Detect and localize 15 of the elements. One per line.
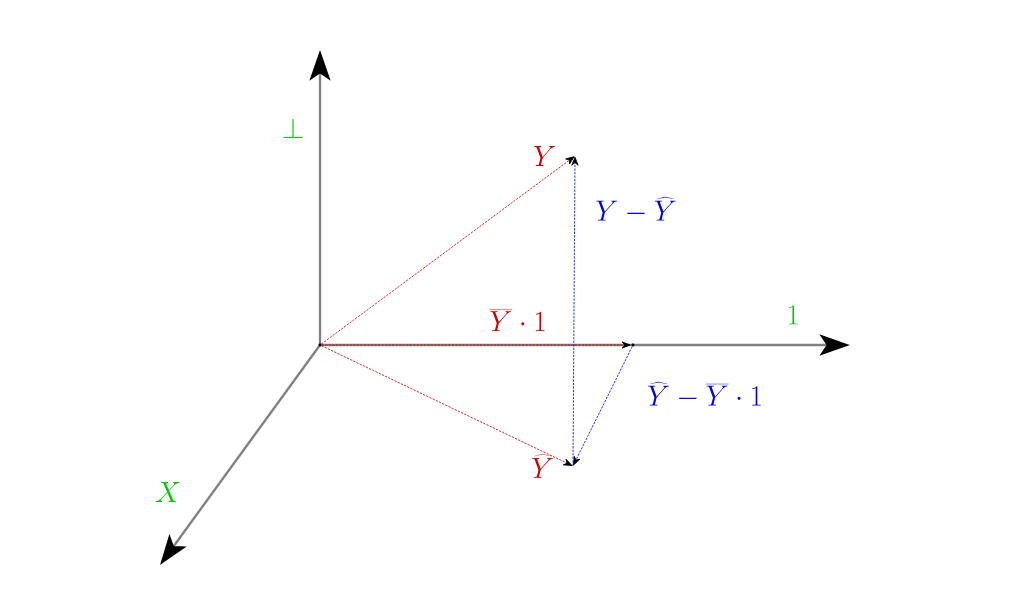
vector-arrow bbox=[573, 346, 633, 466]
vector-point bbox=[318, 343, 322, 347]
axis-label: $X$ bbox=[155, 482, 180, 502]
vector-arrow bbox=[320, 156, 575, 345]
axis-label: $1$ bbox=[788, 305, 798, 325]
edge-label: $Y-\widehat{Y}$ bbox=[596, 196, 676, 221]
axis-label: $\perp$ bbox=[283, 118, 303, 139]
vector-arrow bbox=[321, 341, 631, 349]
vector-point bbox=[631, 343, 635, 347]
vector-arrow bbox=[321, 345, 573, 466]
edge-label: $\overline{Y}\cdot 1$ bbox=[489, 309, 545, 332]
vector-label: $Y$ bbox=[534, 146, 555, 166]
vector-label: $\widehat{Y}$ bbox=[532, 453, 553, 478]
edge-label: $\widehat{Y}-\overline{Y}\cdot 1$ bbox=[648, 381, 761, 406]
vector-arrow bbox=[571, 156, 579, 467]
